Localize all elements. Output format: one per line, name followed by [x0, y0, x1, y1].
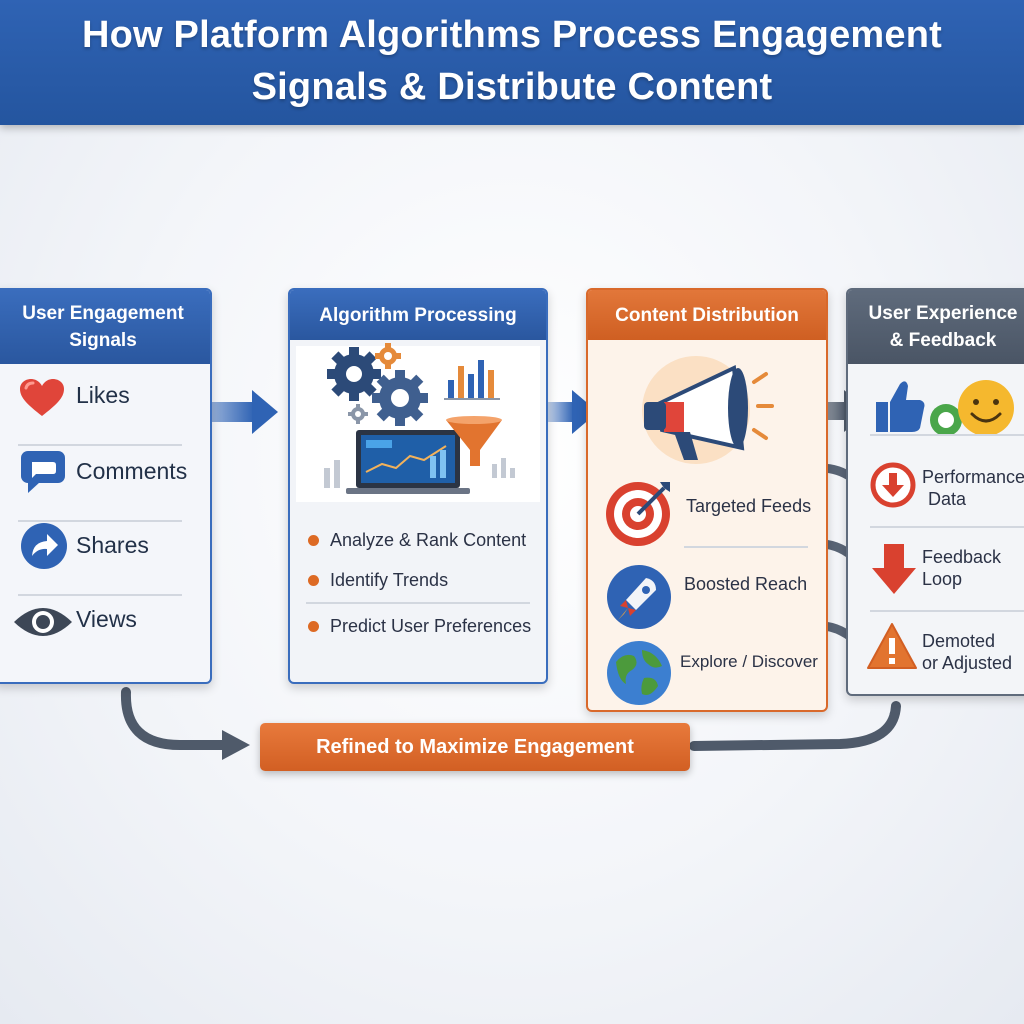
panel-algorithm-processing: Algorithm Processing	[288, 288, 548, 684]
target-icon	[606, 482, 670, 546]
panel-heading-distribution: Content Distribution	[588, 290, 826, 340]
heading-line-2: & Feedback	[889, 330, 997, 351]
thumbs-up-smiley-icon	[876, 380, 1014, 436]
bar-chart-icon	[444, 360, 500, 400]
gear-icon	[375, 343, 401, 369]
dist-label: Boosted Reach	[684, 574, 808, 594]
bullet-dot	[308, 574, 319, 586]
heading-line-2: Signals	[69, 330, 137, 351]
panel-content-distribution: Content Distribution Targeted Feeds	[586, 288, 828, 712]
bullet-text: Analyze & Rank Content	[330, 530, 527, 550]
bullet-item: Analyze & Rank Content	[308, 530, 526, 551]
bullet-text: Identify Trends	[330, 570, 449, 590]
laptop-icon	[346, 430, 470, 494]
title-banner: How Platform Algorithms Process Engageme…	[0, 0, 1024, 125]
divider	[870, 434, 1024, 436]
bullet-item: Identify Trends	[308, 570, 448, 591]
divider	[870, 526, 1024, 528]
signal-item-views: Views	[0, 594, 210, 644]
gear-icon	[327, 347, 381, 401]
title-line-1: How Platform Algorithms Process Engageme…	[81, 14, 943, 56]
signal-item-comments: Comments	[0, 446, 210, 496]
feedback-label-line-2: or Adjusted	[922, 653, 1013, 673]
gear-icon	[372, 370, 428, 426]
signal-label: Shares	[76, 532, 149, 558]
feedback-label-line-2: Data	[928, 489, 967, 509]
feedback-label-line-2: Loop	[922, 569, 963, 589]
panel-user-experience-feedback: User Experience & Feedback Performance D…	[846, 288, 1024, 696]
dist-label: Targeted Feeds	[686, 496, 812, 516]
heading-line-1: User Engagement	[22, 303, 184, 324]
bullet-dot	[308, 620, 319, 632]
divider	[684, 546, 808, 548]
signal-item-shares: Shares	[0, 520, 210, 570]
feedback-label: Demoted or Adjusted	[922, 630, 1012, 674]
loop-label-text: Refined to Maximize Engagement	[316, 735, 634, 758]
heading-line-1: User Experience	[868, 303, 1018, 324]
bullet-text: Predict User Preferences	[330, 616, 532, 636]
processing-illustration-area	[296, 343, 540, 502]
feedback-label: Feedback Loop	[922, 546, 1001, 590]
loop-label-bar: Refined to Maximize Engagement	[260, 723, 690, 771]
divider	[18, 444, 182, 446]
signal-label: Views	[76, 606, 137, 632]
signals-list: Likes Comments Shares V	[0, 364, 210, 682]
feedback-label-line-1: Demoted	[922, 631, 996, 651]
divider	[870, 610, 1024, 612]
bullet-dot	[308, 534, 319, 546]
comment-icon	[21, 451, 65, 493]
feedback-label: Performance Data	[922, 466, 1024, 510]
feedback-label-line-1: Feedback	[922, 547, 1002, 567]
megaphone-icon	[642, 356, 774, 464]
dist-label: Explore / Discover	[680, 652, 818, 671]
divider	[306, 602, 530, 604]
eye-icon	[14, 608, 72, 636]
down-arrow-icon	[872, 544, 916, 594]
signal-label: Likes	[76, 382, 130, 408]
gear-icon	[348, 404, 368, 424]
heart-icon	[20, 379, 64, 416]
down-circle-icon	[870, 462, 916, 508]
title-line-2: Signals & Distribute Content	[251, 66, 773, 108]
divider	[18, 594, 182, 596]
smiley-icon	[958, 380, 1014, 436]
rocket-icon	[607, 565, 671, 629]
globe-icon	[607, 641, 671, 705]
bullet-item: Predict User Preferences	[308, 616, 531, 637]
funnel-icon	[446, 416, 502, 466]
feedback-label-line-1: Performance	[922, 467, 1024, 487]
panel-heading-signals: User Engagement Signals	[0, 290, 210, 364]
warning-icon	[867, 623, 917, 669]
share-icon	[21, 523, 67, 569]
signal-item-likes: Likes	[0, 370, 210, 420]
thumbs-up-icon	[876, 381, 925, 432]
panel-heading-processing: Algorithm Processing	[290, 290, 546, 340]
signal-label: Comments	[76, 458, 188, 484]
heading-text: Content Distribution	[615, 304, 799, 326]
loop-line-right	[689, 701, 901, 751]
divider	[18, 520, 182, 522]
heading-text: Algorithm Processing	[319, 304, 517, 326]
loop-arrow-left	[120, 687, 231, 750]
processing-bullets: Analyze & Rank Content Identify Trends P…	[290, 508, 546, 682]
gears-laptop-funnel-illustration	[324, 343, 515, 494]
panel-heading-feedback: User Experience & Feedback	[848, 290, 1024, 364]
panel-engagement-signals: User Engagement Signals Likes Comments	[0, 288, 212, 684]
